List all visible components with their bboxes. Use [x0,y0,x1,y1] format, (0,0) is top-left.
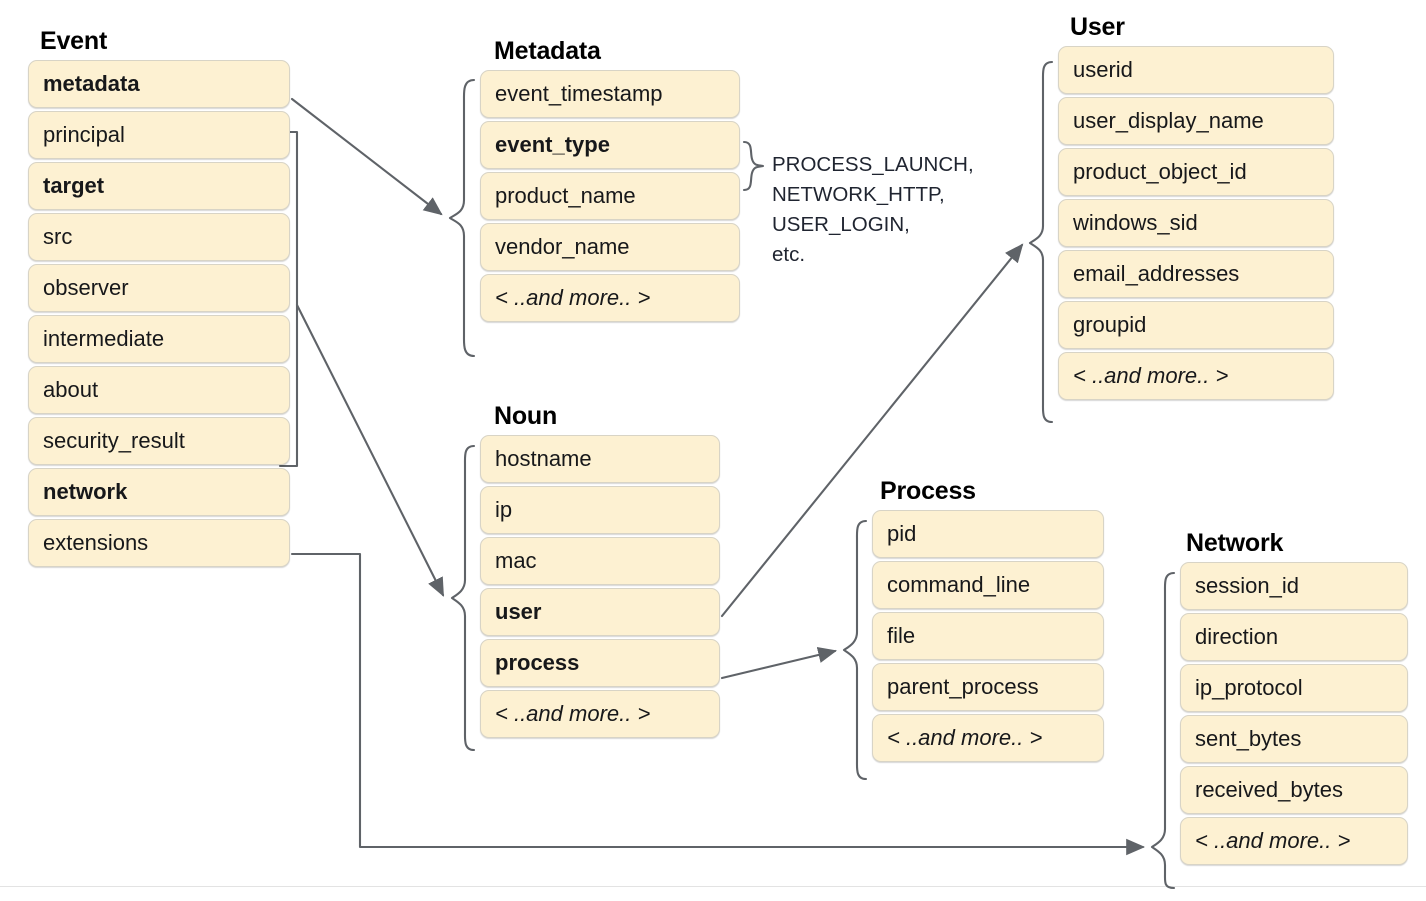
field-noun-hostname[interactable]: hostname [480,435,720,484]
brace-metadata [448,78,476,358]
field-network-direction[interactable]: direction [1180,613,1408,662]
field-noun-user[interactable]: user [480,588,720,637]
field-list-metadata: event_timestamp event_type product_name … [480,70,740,323]
bottom-divider [0,886,1426,887]
group-network: Network session_id direction ip_protocol… [1180,529,1408,866]
event-type-value-3: etc. [772,243,806,266]
field-network-ip-protocol[interactable]: ip_protocol [1180,664,1408,713]
field-event-extensions[interactable]: extensions [28,519,290,568]
field-noun-process[interactable]: process [480,639,720,688]
field-event-target[interactable]: target [28,162,290,211]
event-type-value-1: NETWORK_HTTP, [772,183,945,206]
field-event-observer[interactable]: observer [28,264,290,313]
field-metadata-event-timestamp[interactable]: event_timestamp [480,70,740,119]
field-list-user: userid user_display_name product_object_… [1058,46,1334,401]
group-title-metadata: Metadata [494,37,601,65]
brace-network [1150,571,1176,890]
field-process-and-more[interactable]: < ..and more.. > [872,714,1104,763]
field-user-userid[interactable]: userid [1058,46,1334,95]
field-process-parent-process[interactable]: parent_process [872,663,1104,712]
field-user-user-display-name[interactable]: user_display_name [1058,97,1334,146]
group-user: User userid user_display_name product_ob… [1058,13,1334,401]
wire-process [720,646,838,680]
field-process-pid[interactable]: pid [872,510,1104,559]
group-title-user: User [1070,13,1125,41]
field-noun-and-more[interactable]: < ..and more.. > [480,690,720,739]
field-metadata-product-name[interactable]: product_name [480,172,740,221]
field-user-and-more[interactable]: < ..and more.. > [1058,352,1334,401]
field-network-sent-bytes[interactable]: sent_bytes [1180,715,1408,764]
wire-noun [295,303,445,597]
field-user-product-object-id[interactable]: product_object_id [1058,148,1334,197]
group-title-process: Process [880,477,976,505]
event-type-values-annotation: PROCESS_LAUNCH, NETWORK_HTTP, USER_LOGIN… [772,150,974,270]
brace-user [1028,60,1054,424]
field-list-noun: hostname ip mac user process < ..and mor… [480,435,720,739]
brace-process [842,519,868,781]
field-network-session-id[interactable]: session_id [1180,562,1408,611]
field-event-principal[interactable]: principal [28,111,290,160]
field-process-command-line[interactable]: command_line [872,561,1104,610]
field-metadata-and-more[interactable]: < ..and more.. > [480,274,740,323]
group-title-network: Network [1186,529,1284,557]
wire-metadata [290,97,443,216]
field-event-intermediate[interactable]: intermediate [28,315,290,364]
field-user-groupid[interactable]: groupid [1058,301,1334,350]
field-network-and-more[interactable]: < ..and more.. > [1180,817,1408,866]
field-list-network: session_id direction ip_protocol sent_by… [1180,562,1408,866]
group-title-event: Event [40,27,108,55]
field-user-windows-sid[interactable]: windows_sid [1058,199,1334,248]
event-type-value-0: PROCESS_LAUNCH, [772,153,974,176]
brace-noun [450,444,476,752]
group-process: Process pid command_line file parent_pro… [872,477,1104,763]
field-noun-mac[interactable]: mac [480,537,720,586]
field-event-about[interactable]: about [28,366,290,415]
field-event-network[interactable]: network [28,468,290,517]
event-type-value-2: USER_LOGIN, [772,213,910,236]
field-metadata-vendor-name[interactable]: vendor_name [480,223,740,272]
group-event: Event metadata principal target src obse… [28,27,290,568]
field-metadata-event-type[interactable]: event_type [480,121,740,170]
field-list-process: pid command_line file parent_process < .… [872,510,1104,763]
field-network-received-bytes[interactable]: received_bytes [1180,766,1408,815]
field-event-metadata[interactable]: metadata [28,60,290,109]
field-list-event: metadata principal target src observer i… [28,60,290,568]
field-noun-ip[interactable]: ip [480,486,720,535]
group-metadata: Metadata event_timestamp event_type prod… [480,37,740,323]
group-noun: Noun hostname ip mac user process < ..an… [480,402,720,739]
field-user-email-addresses[interactable]: email_addresses [1058,250,1334,299]
brace-event-type [742,140,765,192]
group-title-noun: Noun [494,402,558,430]
field-event-src[interactable]: src [28,213,290,262]
field-event-security-result[interactable]: security_result [28,417,290,466]
field-process-file[interactable]: file [872,612,1104,661]
